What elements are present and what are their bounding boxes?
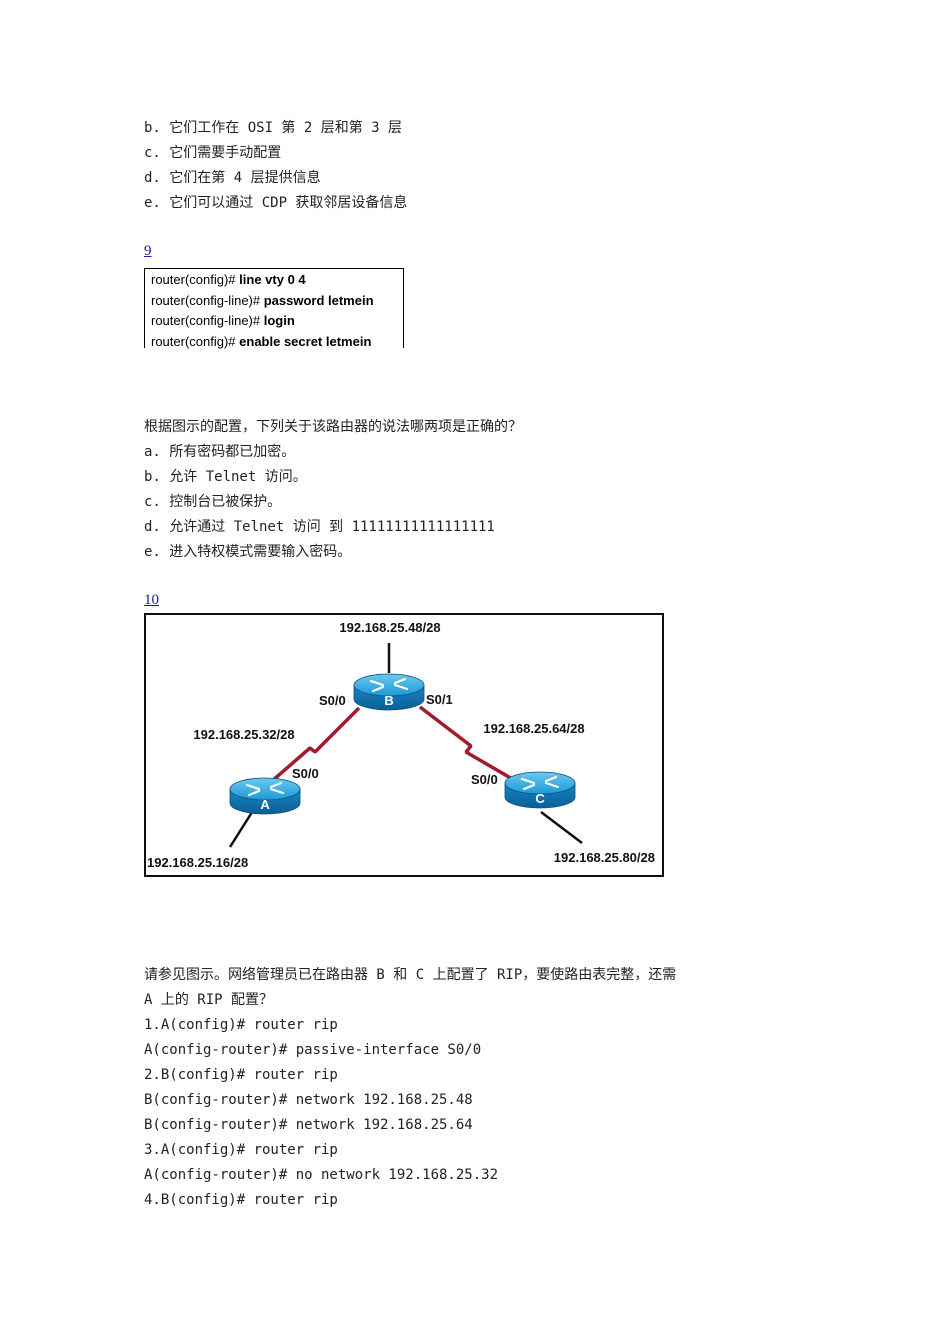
router-c-label: C bbox=[535, 791, 545, 806]
network-label-bc: 192.168.25.64/28 bbox=[483, 721, 584, 736]
q10-answer-line: 1.A(config)# router rip bbox=[144, 1017, 338, 1033]
q8-option-d: d. 它们在第 4 层提供信息 bbox=[144, 170, 321, 186]
diagram-frame bbox=[144, 613, 664, 877]
q10-question-line-1: 请参见图示。网络管理员已在路由器 B 和 C 上配置了 RIP，要使路由表完整，… bbox=[144, 967, 677, 983]
interface-label-b-s01: S0/1 bbox=[426, 692, 453, 707]
q10-answer-line: A(config-router)# no network 192.168.25.… bbox=[144, 1167, 499, 1183]
router-b-label: B bbox=[384, 693, 393, 708]
question-10-link[interactable]: 10 bbox=[144, 592, 159, 608]
q8-option-b: b. 它们工作在 OSI 第 2 层和第 3 层 bbox=[144, 120, 403, 136]
q8-option-e: e. 它们可以通过 CDP 获取邻居设备信息 bbox=[144, 195, 408, 211]
config-line: router(config)# enable secret letmein bbox=[151, 333, 372, 349]
q9-option-a: a. 所有密码都已加密。 bbox=[144, 444, 296, 460]
network-label-a-lan: 192.168.25.16/28 bbox=[147, 855, 248, 870]
router-a: A bbox=[228, 776, 302, 816]
interface-label-a-s00: S0/0 bbox=[292, 766, 319, 781]
q10-answer-line: A(config-router)# passive-interface S0/0 bbox=[144, 1042, 482, 1058]
q9-question: 根据图示的配置，下列关于该路由器的说法哪两项是正确的？ bbox=[144, 419, 522, 435]
q10-question-line-2: A 上的 RIP 配置？ bbox=[144, 992, 274, 1008]
network-label-c-lan: 192.168.25.80/28 bbox=[554, 850, 655, 865]
interface-label-b-s00: S0/0 bbox=[319, 693, 346, 708]
q8-option-c: c. 它们需要手动配置 bbox=[144, 145, 282, 161]
serial-link-bc bbox=[418, 705, 515, 782]
a-lan-link bbox=[228, 808, 256, 848]
network-label-ab: 192.168.25.32/28 bbox=[193, 727, 294, 742]
c-lan-link bbox=[540, 811, 583, 844]
router-b: B bbox=[352, 672, 426, 712]
router-c: C bbox=[503, 770, 577, 810]
q9-option-d: d. 允许通过 Telnet 访问 到 11111111111111111 bbox=[144, 519, 495, 535]
q9-config-exhibit: router(config)# line vty 0 4 router(conf… bbox=[144, 268, 404, 349]
q9-option-b: b. 允许 Telnet 访问。 bbox=[144, 469, 307, 485]
question-9-link[interactable]: 9 bbox=[144, 243, 152, 259]
q9-option-c: c. 控制台已被保护。 bbox=[144, 494, 282, 510]
router-a-label: A bbox=[260, 797, 270, 812]
q9-option-e: e. 进入特权模式需要输入密码。 bbox=[144, 544, 352, 560]
serial-link-ab bbox=[270, 706, 361, 783]
config-line: router(config)# line vty 0 4 bbox=[151, 272, 306, 287]
config-line: router(config-line)# password letmein bbox=[151, 292, 374, 308]
q10-answer-line: B(config-router)# network 192.168.25.64 bbox=[144, 1117, 473, 1133]
network-label-top: 192.168.25.48/28 bbox=[339, 620, 440, 635]
q10-answer-line: 3.A(config)# router rip bbox=[144, 1142, 338, 1158]
q10-answer-line: 2.B(config)# router rip bbox=[144, 1067, 338, 1083]
q10-answer-line: 4.B(config)# router rip bbox=[144, 1192, 338, 1208]
q10-network-topology: B A C 192.168.25.48/28 192.168.25.32/28 … bbox=[144, 613, 664, 877]
interface-label-c-s00: S0/0 bbox=[471, 772, 498, 787]
q10-answer-line: B(config-router)# network 192.168.25.48 bbox=[144, 1092, 473, 1108]
config-line: router(config-line)# login bbox=[151, 313, 295, 328]
